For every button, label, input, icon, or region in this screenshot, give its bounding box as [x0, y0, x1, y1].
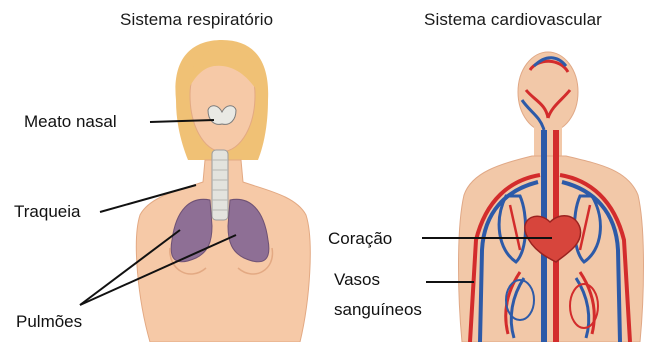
cardiovascular-figure — [459, 52, 644, 342]
label-lungs: Pulmões — [16, 312, 82, 332]
label-trachea: Traqueia — [14, 202, 80, 222]
label-heart: Coração — [328, 229, 392, 249]
label-nasal: Meato nasal — [24, 112, 117, 132]
respiratory-figure — [136, 40, 310, 342]
label-vessels-line1: Vasos — [334, 270, 380, 290]
label-vessels-line2: sanguíneos — [334, 300, 422, 320]
